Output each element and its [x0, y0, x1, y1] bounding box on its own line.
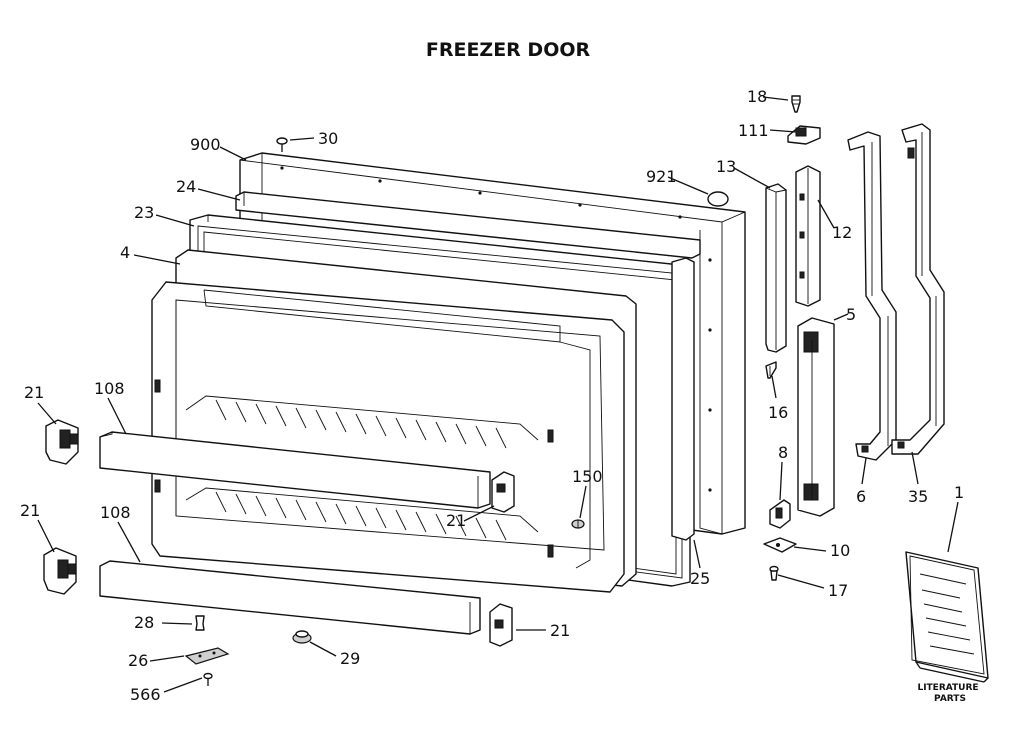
- plug-921: [707, 191, 729, 207]
- callout-6: 6: [856, 487, 866, 506]
- callout-10: 10: [830, 541, 850, 560]
- callout-29: 29: [340, 649, 360, 668]
- callout-5: 5: [846, 305, 856, 324]
- callout-24: 24: [176, 177, 196, 196]
- leader-lines: [37, 96, 959, 693]
- callout-111: 111: [738, 121, 769, 140]
- literature-label-line1: LITERATURE: [917, 683, 978, 693]
- callout-13: 13: [716, 157, 736, 176]
- callout-25: 25: [690, 569, 710, 588]
- callout-108-lower: 108: [100, 503, 131, 522]
- rail-end-cap-lower-right: [489, 603, 513, 647]
- shelf-rail-lower: [99, 560, 481, 635]
- callout-18: 18: [747, 87, 767, 106]
- screw-28: [195, 615, 205, 631]
- callout-150: 150: [572, 467, 603, 486]
- callout-8: 8: [778, 443, 788, 462]
- door-handle-5: [797, 317, 835, 517]
- callout-26: 26: [128, 651, 148, 670]
- callout-1: 1: [954, 483, 964, 502]
- callout-30: 30: [318, 129, 338, 148]
- screw-30: [276, 137, 288, 152]
- hinge-bracket-111: [787, 125, 821, 145]
- handle-trim-13: [765, 183, 787, 353]
- callout-21-lower-left: 21: [20, 501, 40, 520]
- screw-150: [571, 519, 585, 529]
- callout-28: 28: [134, 613, 154, 632]
- callout-35: 35: [908, 487, 928, 506]
- plate-26: [184, 647, 230, 665]
- callout-23: 23: [134, 203, 154, 222]
- callout-4: 4: [120, 243, 130, 262]
- door-liner: [151, 249, 637, 593]
- handle-channel-12: [795, 165, 821, 307]
- callout-900: 900: [190, 135, 221, 154]
- handle-strap-6: [847, 131, 897, 461]
- callout-108-upper: 108: [94, 379, 125, 398]
- screw-16: [765, 361, 777, 379]
- diagram-title: FREEZER DOOR: [426, 39, 591, 61]
- callout-12: 12: [832, 223, 852, 242]
- book-text-lines: [919, 573, 975, 655]
- rail-end-cap-upper-left: [45, 419, 79, 465]
- breaker-strip-vertical: [671, 257, 695, 541]
- bumper-29: [292, 630, 312, 644]
- callout-16: 16: [768, 403, 788, 422]
- shelf-rail-upper: [99, 431, 491, 509]
- callout-921: 921: [646, 167, 677, 186]
- handle-strap-35: [891, 123, 945, 455]
- literature-label-line2: PARTS: [934, 694, 966, 704]
- rail-end-cap-lower-left: [43, 547, 77, 595]
- breaker-strip: [235, 191, 701, 259]
- literature-book: [905, 551, 989, 683]
- stop-10: [763, 537, 797, 553]
- rail-end-cap-upper-right: [491, 471, 515, 513]
- callout-566: 566: [130, 685, 161, 704]
- callout-labels: 18 111 13 12 921 900 30 24 23 4 5 16 8 1…: [20, 87, 964, 704]
- bracket-8: [769, 499, 791, 529]
- screw-17: [769, 565, 779, 581]
- callout-21-upper-right: 21: [446, 511, 466, 530]
- screw-18: [791, 95, 801, 113]
- screw-566: [203, 672, 213, 686]
- callout-21-lower-right: 21: [550, 621, 570, 640]
- callout-21-upper-left: 21: [24, 383, 44, 402]
- callout-17: 17: [828, 581, 848, 600]
